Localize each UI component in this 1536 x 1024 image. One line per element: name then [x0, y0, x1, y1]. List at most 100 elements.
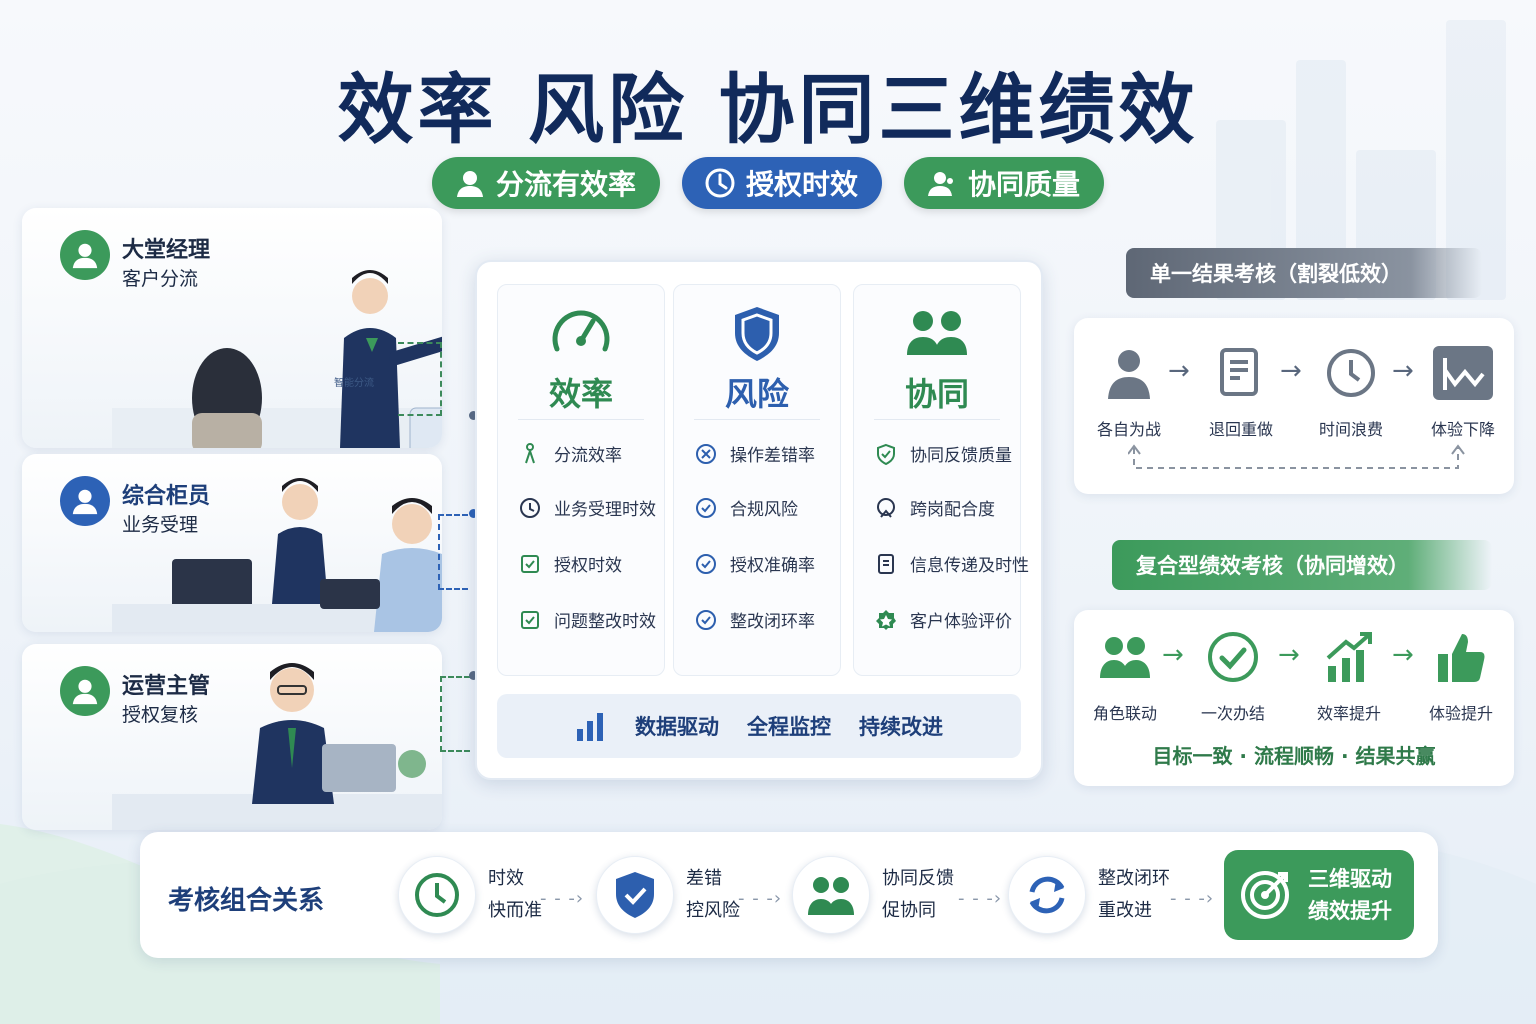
user-group-icon	[928, 172, 953, 196]
combo-step-feedback: 协同反馈促协同	[792, 856, 954, 934]
role-connector-3	[440, 676, 470, 752]
check-circle-icon	[1208, 632, 1258, 682]
metric-item: 授权准确率	[694, 551, 815, 576]
checkbox-icon	[521, 554, 539, 573]
arrow-right-icon: →	[1168, 356, 1190, 386]
column-efficiency: 效率 分流效率 业务受理时效 授权时效 问题整改时效	[497, 284, 665, 676]
check-circle-icon	[696, 497, 716, 518]
smart-diversion-sign: 智能分流	[334, 378, 374, 389]
clock-icon	[520, 497, 540, 518]
metric-item: 业务受理时效	[518, 495, 656, 520]
metric-item: 分流效率	[518, 441, 622, 466]
step-role-linkage: 角色联动	[1080, 626, 1170, 724]
step-rework: 退回重做	[1196, 342, 1286, 440]
trend-down-icon	[1433, 346, 1493, 400]
target-icon	[1241, 871, 1289, 919]
role-desc: 客户分流	[122, 268, 199, 290]
role-card-ops-supervisor: 运营主管 授权复核	[22, 644, 442, 830]
divider	[694, 419, 820, 420]
pill-authorization: 授权时效	[681, 157, 882, 209]
pill-label: 授权时效	[745, 168, 858, 201]
avatar	[60, 666, 110, 716]
column-title: 效率	[548, 375, 613, 413]
clock-icon	[1327, 349, 1375, 397]
metric-item: 协同反馈质量	[874, 441, 1012, 466]
badge-star-icon	[876, 609, 896, 630]
lobby-manager-illustration	[112, 270, 442, 448]
composite-panel: 角色联动 → 一次办结 → 效率提升 → 体验提升 目标一致 · 流程顺畅 · …	[1074, 610, 1514, 786]
dashed-arrow: - - -›	[540, 888, 585, 909]
footer-item: 持续改进	[859, 715, 943, 739]
clock-icon	[415, 873, 459, 917]
metric-item: 信息传递及时性	[874, 551, 1029, 576]
bar-chart-icon	[577, 713, 603, 741]
step-experience-up: 体验提升	[1416, 626, 1506, 724]
column-collaboration: 协同 协同反馈质量 跨岗配合度 信息传递及时性 客户体验评价	[853, 284, 1029, 676]
assessment-combination-bar: 考核组合关系 时效快而准 - - -› 差错控风险 - - -› 协同反馈促协同…	[140, 832, 1438, 958]
footer-item: 数据驱动	[635, 715, 719, 739]
user-icon	[456, 171, 483, 197]
checkbox-icon	[521, 610, 539, 629]
page-title: 效率 风险 协同三维绩效	[337, 65, 1199, 154]
check-circle-icon	[696, 553, 716, 574]
dashed-arrow: - - -›	[1170, 888, 1215, 909]
user-icon	[72, 243, 98, 269]
arrow-right-icon: →	[1392, 640, 1414, 670]
clock-icon	[705, 168, 735, 198]
metric-item: 整改闭环率	[694, 607, 815, 632]
teller-illustration	[112, 478, 442, 632]
connector-dot	[469, 411, 478, 420]
pill-label: 协同质量	[968, 168, 1081, 201]
user-icon	[1108, 350, 1150, 399]
shield-check-icon	[616, 872, 654, 918]
divider	[874, 419, 1000, 420]
role-connector-1	[398, 342, 442, 416]
person-walk-icon	[525, 442, 535, 463]
step-efficiency-up: 效率提升	[1304, 626, 1394, 724]
check-circle-icon	[696, 609, 716, 630]
avatar	[60, 476, 110, 526]
connector-dot	[469, 671, 478, 680]
performance-board: 效率 分流效率 业务受理时效 授权时效 问题整改时效 风险 操作差错率 合规风险…	[475, 260, 1043, 780]
footer-item: 全程监控	[747, 715, 831, 739]
role-name: 运营主管	[122, 674, 211, 699]
arrow-right-icon: →	[1392, 356, 1414, 386]
pill-collaboration: 协同质量	[904, 157, 1105, 209]
user-icon	[72, 489, 98, 515]
user-icon	[72, 679, 98, 705]
column-title: 风险	[724, 375, 789, 413]
role-connector-2	[438, 514, 468, 590]
error-icon	[696, 443, 716, 464]
growth-chart-icon	[1326, 632, 1372, 682]
team-icon	[907, 311, 967, 355]
team-icon	[808, 877, 854, 915]
combo-step-errors: 差错控风险	[596, 856, 740, 934]
single-result-banner: 单一结果考核（割裂低效）	[1126, 248, 1482, 298]
metric-item: 客户体验评价	[874, 607, 1012, 632]
supervisor-illustration	[112, 663, 442, 830]
dashed-arrow: - - -›	[958, 888, 1003, 909]
arrow-right-icon: →	[1162, 640, 1184, 670]
avatar	[60, 230, 110, 280]
step-experience-drop: 体验下降	[1418, 342, 1508, 440]
combination-label: 考核组合关系	[168, 886, 325, 916]
combo-step-timeliness: 时效快而准	[398, 856, 542, 934]
arrow-right-icon: →	[1278, 640, 1300, 670]
step-one-stop: 一次办结	[1188, 626, 1278, 724]
combo-step-rectification: 整改闭环重改进	[1008, 856, 1170, 934]
document-icon	[878, 553, 894, 574]
metric-item: 跨岗配合度	[874, 495, 995, 520]
pill-label: 分流有效率	[495, 168, 636, 201]
board-footer: 数据驱动 全程监控 持续改进	[497, 694, 1021, 758]
arrow-right-icon: →	[1280, 356, 1302, 386]
role-name: 综合柜员	[122, 484, 211, 509]
team-icon	[1100, 637, 1150, 678]
step-time-waste: 时间浪费	[1306, 342, 1396, 440]
shield-check-icon	[877, 443, 895, 465]
metric-item: 合规风险	[694, 495, 798, 520]
handshake-icon	[877, 497, 895, 518]
thumbs-up-icon	[1438, 634, 1485, 682]
role-card-teller: 综合柜员 业务受理	[22, 454, 442, 632]
step-fighting-alone: 各自为战	[1084, 342, 1174, 440]
metric-item: 操作差错率	[694, 441, 815, 466]
